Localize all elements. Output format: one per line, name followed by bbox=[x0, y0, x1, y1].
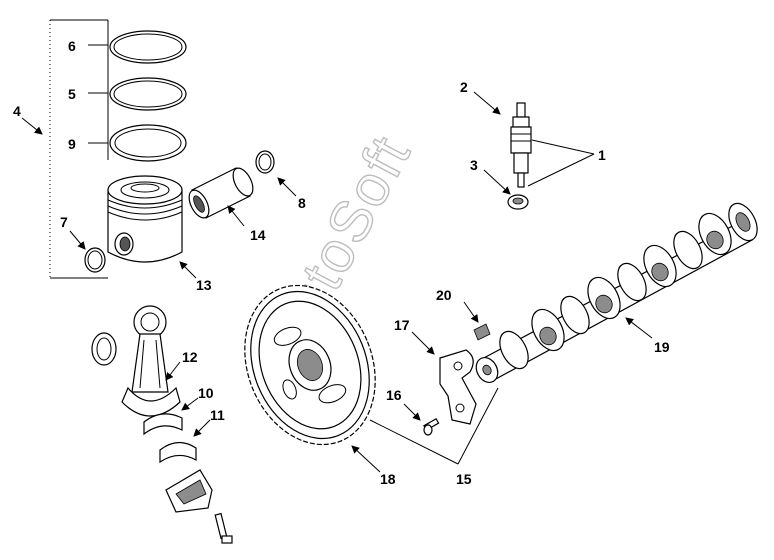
callout-7: 7 bbox=[60, 214, 68, 230]
rod-bolt bbox=[214, 512, 233, 544]
camshaft-key bbox=[473, 323, 491, 341]
piston-group-bracket bbox=[21, 19, 109, 279]
injector bbox=[510, 102, 532, 188]
thrust-plate bbox=[439, 349, 477, 425]
snap-ring-8 bbox=[255, 150, 275, 174]
callout-9: 9 bbox=[68, 136, 76, 152]
callout-4: 4 bbox=[13, 103, 21, 119]
callout-3: 3 bbox=[470, 157, 478, 173]
callout-20: 20 bbox=[436, 287, 452, 303]
bearing-shell-11 bbox=[159, 441, 197, 464]
callout-19: 19 bbox=[654, 339, 670, 355]
callout-16: 16 bbox=[386, 387, 402, 403]
callout-6: 6 bbox=[68, 38, 76, 54]
bearing-shell-10 bbox=[143, 413, 183, 436]
callout-17: 17 bbox=[394, 317, 410, 333]
connecting-rod bbox=[121, 305, 181, 417]
piston bbox=[107, 175, 183, 263]
callout-12: 12 bbox=[182, 349, 198, 365]
rod-bushing bbox=[91, 332, 117, 366]
callout-2: 2 bbox=[460, 79, 468, 95]
callout-14: 14 bbox=[250, 227, 266, 243]
callout-5: 5 bbox=[68, 86, 76, 102]
thrust-plate-capscrew bbox=[423, 417, 440, 436]
callout-11: 11 bbox=[210, 407, 225, 423]
piston-ring-5 bbox=[109, 77, 187, 111]
callout-13: 13 bbox=[196, 277, 212, 293]
leader-lines bbox=[69, 91, 653, 473]
callout-18: 18 bbox=[380, 471, 396, 487]
injector-seal-washer bbox=[507, 194, 529, 210]
camshaft bbox=[475, 202, 758, 384]
callout-10: 10 bbox=[198, 385, 214, 401]
rod-cap bbox=[165, 469, 213, 513]
callout-15: 15 bbox=[456, 471, 472, 487]
piston-pin bbox=[188, 167, 254, 219]
callout-1: 1 bbox=[598, 147, 606, 163]
camshaft-gear bbox=[244, 284, 376, 446]
snap-ring-7 bbox=[84, 247, 106, 273]
piston-ring-9 bbox=[109, 124, 187, 162]
callout-8: 8 bbox=[298, 195, 306, 211]
piston-ring-6 bbox=[109, 30, 187, 64]
